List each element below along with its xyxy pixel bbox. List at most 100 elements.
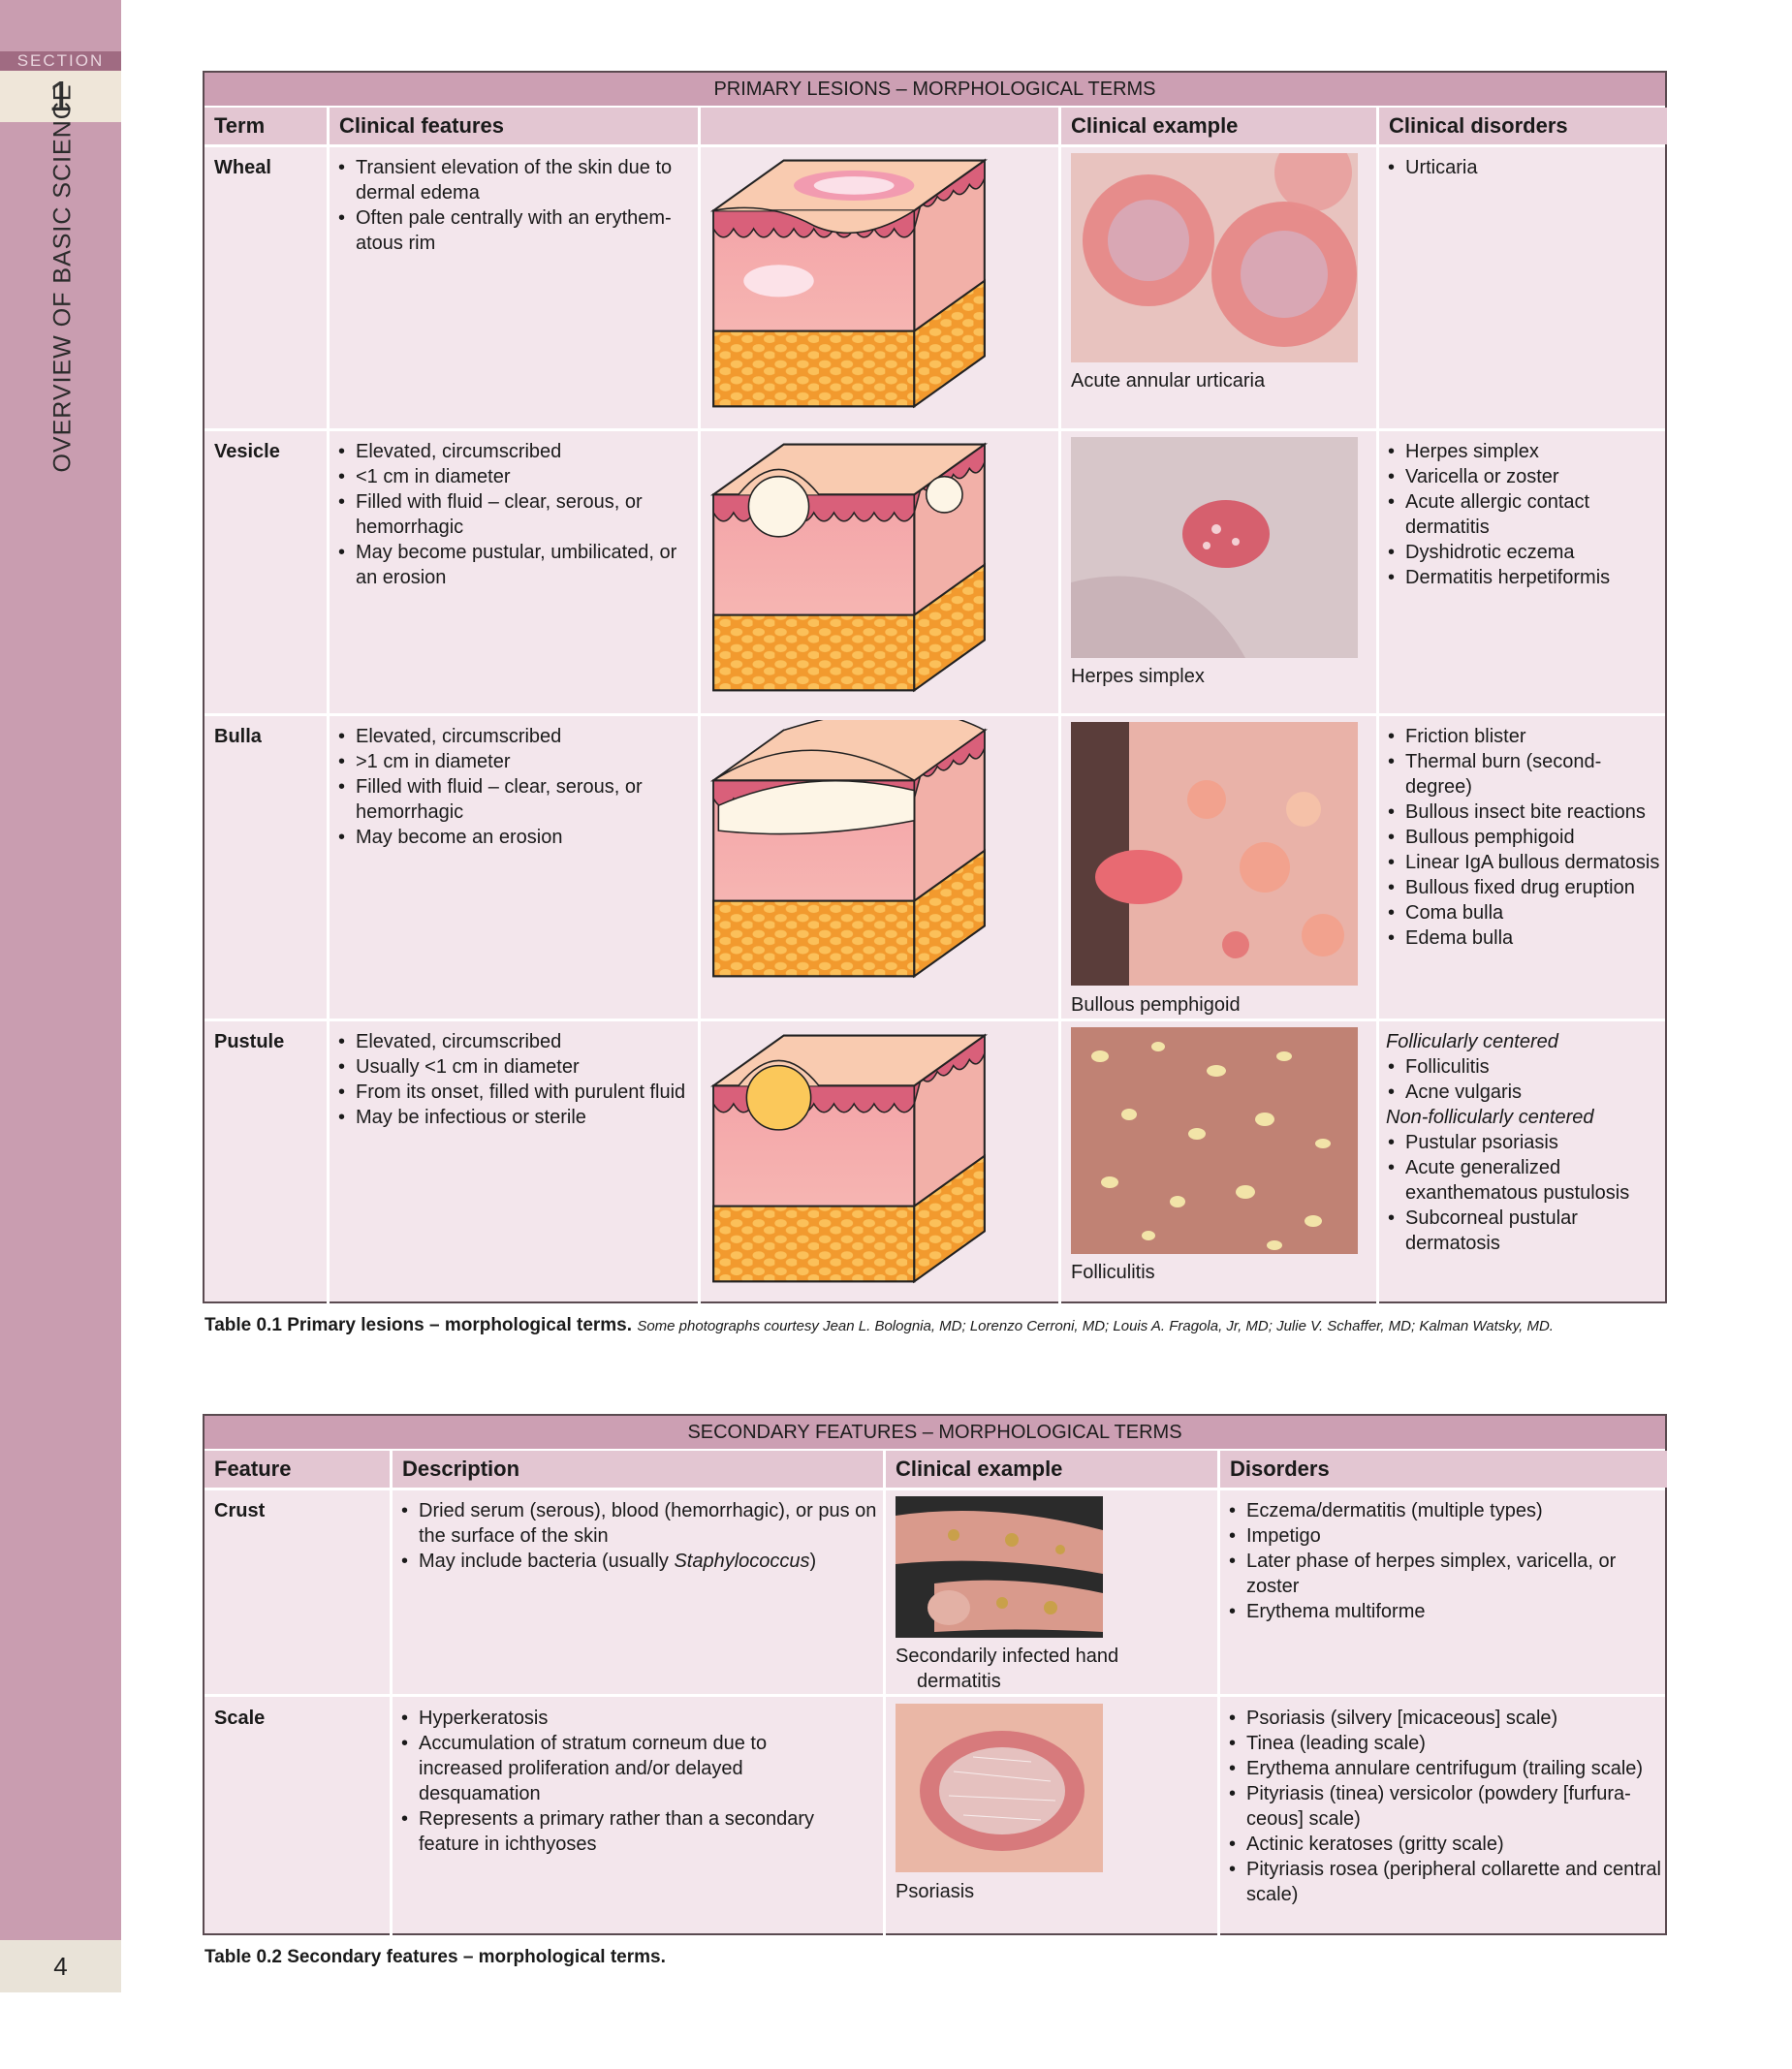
description-item: Represents a primary rather than a secon… — [399, 1806, 845, 1857]
features-bulla: Elevated, circumscribed >1 cm in diamete… — [336, 724, 695, 850]
feature-item: Filled with fluid – clear, serous, or he… — [336, 774, 695, 825]
feature-item: >1 cm in diameter — [336, 749, 695, 774]
feature-item: Filled with fluid – clear, serous, or he… — [336, 489, 695, 540]
disorder-item: Dyshidrotic eczema — [1386, 540, 1662, 565]
feature-item: Elevated, circumscribed — [336, 439, 695, 464]
disorder-item: Bullous pemphigoid — [1386, 825, 1662, 850]
row-divider — [204, 713, 1665, 716]
section-label: SECTION — [0, 51, 121, 71]
term-vesicle: Vesicle — [214, 441, 280, 462]
row-divider — [204, 144, 1665, 147]
caption-acute-annular-urticaria: Acute annular urticaria — [1071, 370, 1266, 392]
page-number: 4 — [53, 1952, 68, 1981]
header-clinical-disorders: Clinical disorders — [1379, 108, 1667, 144]
header-clinical-example: Clinical example — [1061, 108, 1376, 144]
term-pustule: Pustule — [214, 1031, 285, 1052]
section-title: OVERVIEW OF BASIC SCIENCE — [48, 83, 77, 473]
term-scale: Scale — [214, 1708, 266, 1729]
photo-infected-hand-dermatitis — [896, 1496, 1103, 1638]
term-bulla: Bulla — [214, 726, 262, 747]
disorder-item: Linear IgA bullous dermatosis — [1386, 850, 1662, 875]
description-item: Accumulation of stratum corneum due to i… — [399, 1731, 845, 1806]
features-pustule: Elevated, circumscribed Usually <1 cm in… — [336, 1029, 695, 1130]
description-item: May include bacteria (usually Staphyloco… — [399, 1549, 879, 1574]
disorder-item: Erythema annulare centrifugum (trailing … — [1227, 1756, 1663, 1781]
caption-psoriasis: Psoriasis — [896, 1881, 975, 1902]
photo-herpes-simplex — [1071, 437, 1358, 658]
features-vesicle: Elevated, circumscribed <1 cm in diamete… — [336, 439, 695, 590]
column-divider — [390, 1451, 393, 1935]
disorders-vesicle: Herpes simplex Varicella or zoster Acute… — [1386, 439, 1662, 590]
disorder-item: Edema bulla — [1386, 925, 1662, 951]
photo-folliculitis — [1071, 1027, 1358, 1254]
row-divider — [204, 1694, 1665, 1697]
caption-bullous-pemphigoid: Bullous pemphigoid — [1071, 994, 1241, 1016]
disorders-crust: Eczema/dermatitis (multiple types) Impet… — [1227, 1498, 1663, 1624]
photo-psoriasis — [896, 1704, 1103, 1872]
header-disorders: Disorders — [1220, 1451, 1667, 1488]
caption-label: Table 0.1 — [204, 1315, 282, 1335]
feature-item: From its onset, filled with purulent flu… — [336, 1080, 695, 1105]
disorders-scale: Psoriasis (silvery [micaceous] scale) Ti… — [1227, 1706, 1663, 1907]
disorder-item: Acne vulgaris — [1386, 1080, 1662, 1105]
vesicle-diagram — [712, 443, 986, 692]
row-divider — [204, 428, 1665, 431]
disorders-wheal: Urticaria — [1386, 155, 1662, 180]
photo-bullous-pemphigoid — [1071, 722, 1358, 986]
caption-title: Secondary features – morphological terms… — [287, 1947, 666, 1967]
caption-line: dermatitis — [917, 1671, 1001, 1692]
table-title: SECONDARY FEATURES – MORPHOLOGICAL TERMS — [204, 1416, 1665, 1451]
table-title: PRIMARY LESIONS – MORPHOLOGICAL TERMS — [204, 73, 1665, 108]
description-text: May include bacteria (usually — [419, 1551, 675, 1572]
header-term: Term — [204, 108, 327, 144]
bulla-diagram — [712, 720, 987, 978]
disorder-item: Thermal burn (second-degree) — [1386, 749, 1662, 799]
feature-item: May be infectious or sterile — [336, 1105, 695, 1130]
feature-item: <1 cm in diameter — [336, 464, 695, 489]
feature-item: Elevated, circumscribed — [336, 1029, 695, 1054]
disorder-group-heading: Follicularly centered — [1386, 1031, 1558, 1052]
section-sidebar — [0, 0, 121, 1940]
disorder-item: Impetigo — [1227, 1523, 1663, 1549]
page-number-block — [0, 1940, 121, 1992]
caption-credit: Some photographs courtesy Jean L. Bologn… — [637, 1318, 1554, 1334]
disorder-group-heading: Non-follicularly centered — [1386, 1107, 1594, 1128]
caption-line: Secondarily infected hand — [896, 1646, 1119, 1667]
disorder-item: Pityriasis rosea (peripheral collarette … — [1227, 1857, 1663, 1907]
table-2-caption: Table 0.2 Secondary features – morpholog… — [204, 1947, 666, 1968]
disorder-item: Subcorneal pustular dermatosis — [1386, 1206, 1662, 1256]
description-item: Hyperkeratosis — [399, 1706, 845, 1731]
table-1-caption: Table 0.1 Primary lesions – morphologica… — [204, 1315, 1554, 1336]
caption-folliculitis: Folliculitis — [1071, 1262, 1155, 1283]
column-divider — [327, 108, 330, 1303]
description-crust: Dried serum (serous), blood (hemorrhagic… — [399, 1498, 879, 1574]
caption-label: Table 0.2 — [204, 1947, 282, 1967]
disorder-item: Later phase of herpes simplex, varicella… — [1227, 1549, 1663, 1599]
term-wheal: Wheal — [214, 157, 271, 178]
photo-acute-annular-urticaria — [1071, 153, 1358, 362]
features-wheal: Transient elevation of the skin due to d… — [336, 155, 695, 256]
column-divider — [1376, 108, 1379, 1303]
feature-item: Often pale centrally with an erythem-ato… — [336, 205, 695, 256]
wheal-diagram — [712, 159, 986, 408]
disorder-item: Coma bulla — [1386, 900, 1662, 925]
disorders-pustule: Follicularly centered Folliculitis Acne … — [1386, 1029, 1662, 1256]
disorder-item: Pustular psoriasis — [1386, 1130, 1662, 1155]
header-clinical-features: Clinical features — [330, 108, 698, 144]
feature-item: May become pustular, umbilicated, or an … — [336, 540, 695, 590]
column-divider — [883, 1451, 886, 1935]
pustule-diagram — [712, 1034, 986, 1283]
disorder-item: Urticaria — [1386, 155, 1662, 180]
description-item: Dried serum (serous), blood (hemorrhagic… — [399, 1498, 879, 1549]
column-divider — [1058, 108, 1061, 1303]
feature-item: Usually <1 cm in diameter — [336, 1054, 695, 1080]
organism-name: Staphylococcus — [674, 1551, 810, 1572]
description-text: ) — [809, 1551, 817, 1572]
disorder-item: Psoriasis (silvery [micaceous] scale) — [1227, 1706, 1663, 1731]
disorder-item: Acute generalized exanthematous pustulos… — [1386, 1155, 1662, 1206]
disorder-item: Friction blister — [1386, 724, 1662, 749]
caption-herpes-simplex: Herpes simplex — [1071, 666, 1205, 687]
disorder-item: Acute allergic contact dermatitis — [1386, 489, 1662, 540]
disorder-item: Varicella or zoster — [1386, 464, 1662, 489]
primary-lesions-table: PRIMARY LESIONS – MORPHOLOGICAL TERMS Te… — [203, 71, 1667, 1303]
